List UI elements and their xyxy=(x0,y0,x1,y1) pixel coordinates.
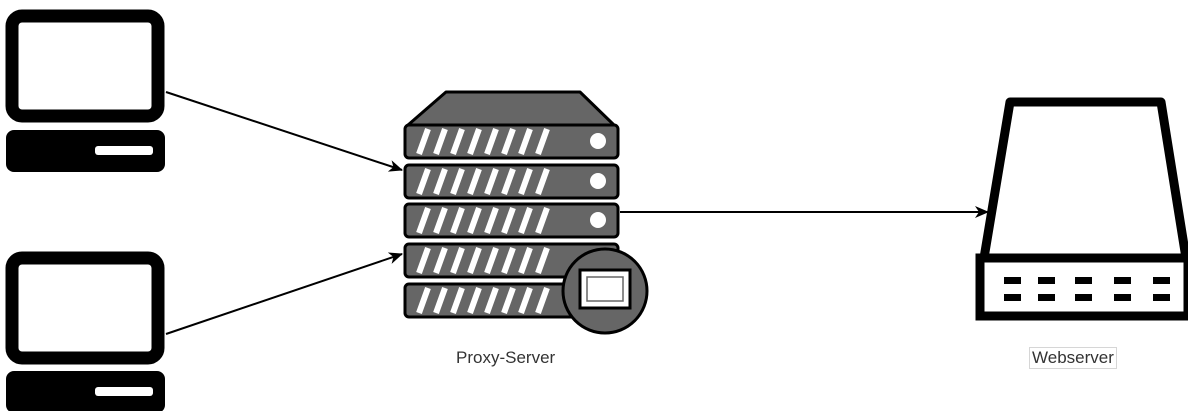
edge-client-top-to-proxy[interactable] xyxy=(165,91,403,172)
server-unit-3 xyxy=(403,202,620,239)
server-unit-4 xyxy=(403,242,620,279)
client-computer-bottom-icon[interactable] xyxy=(5,251,165,411)
proxy-server-icon[interactable] xyxy=(403,90,649,335)
proxy-server-label: Proxy-Server xyxy=(456,348,556,367)
monitor-badge-icon xyxy=(561,247,649,335)
client-computer-top-icon[interactable] xyxy=(5,9,165,172)
webserver-icon[interactable] xyxy=(975,97,1188,321)
server-unit-1 xyxy=(403,123,620,160)
server-unit-2 xyxy=(403,163,620,200)
webserver-label: Webserver xyxy=(1029,347,1117,369)
edge-client-bottom-to-proxy[interactable] xyxy=(165,252,403,335)
switch-ports xyxy=(1004,277,1170,301)
